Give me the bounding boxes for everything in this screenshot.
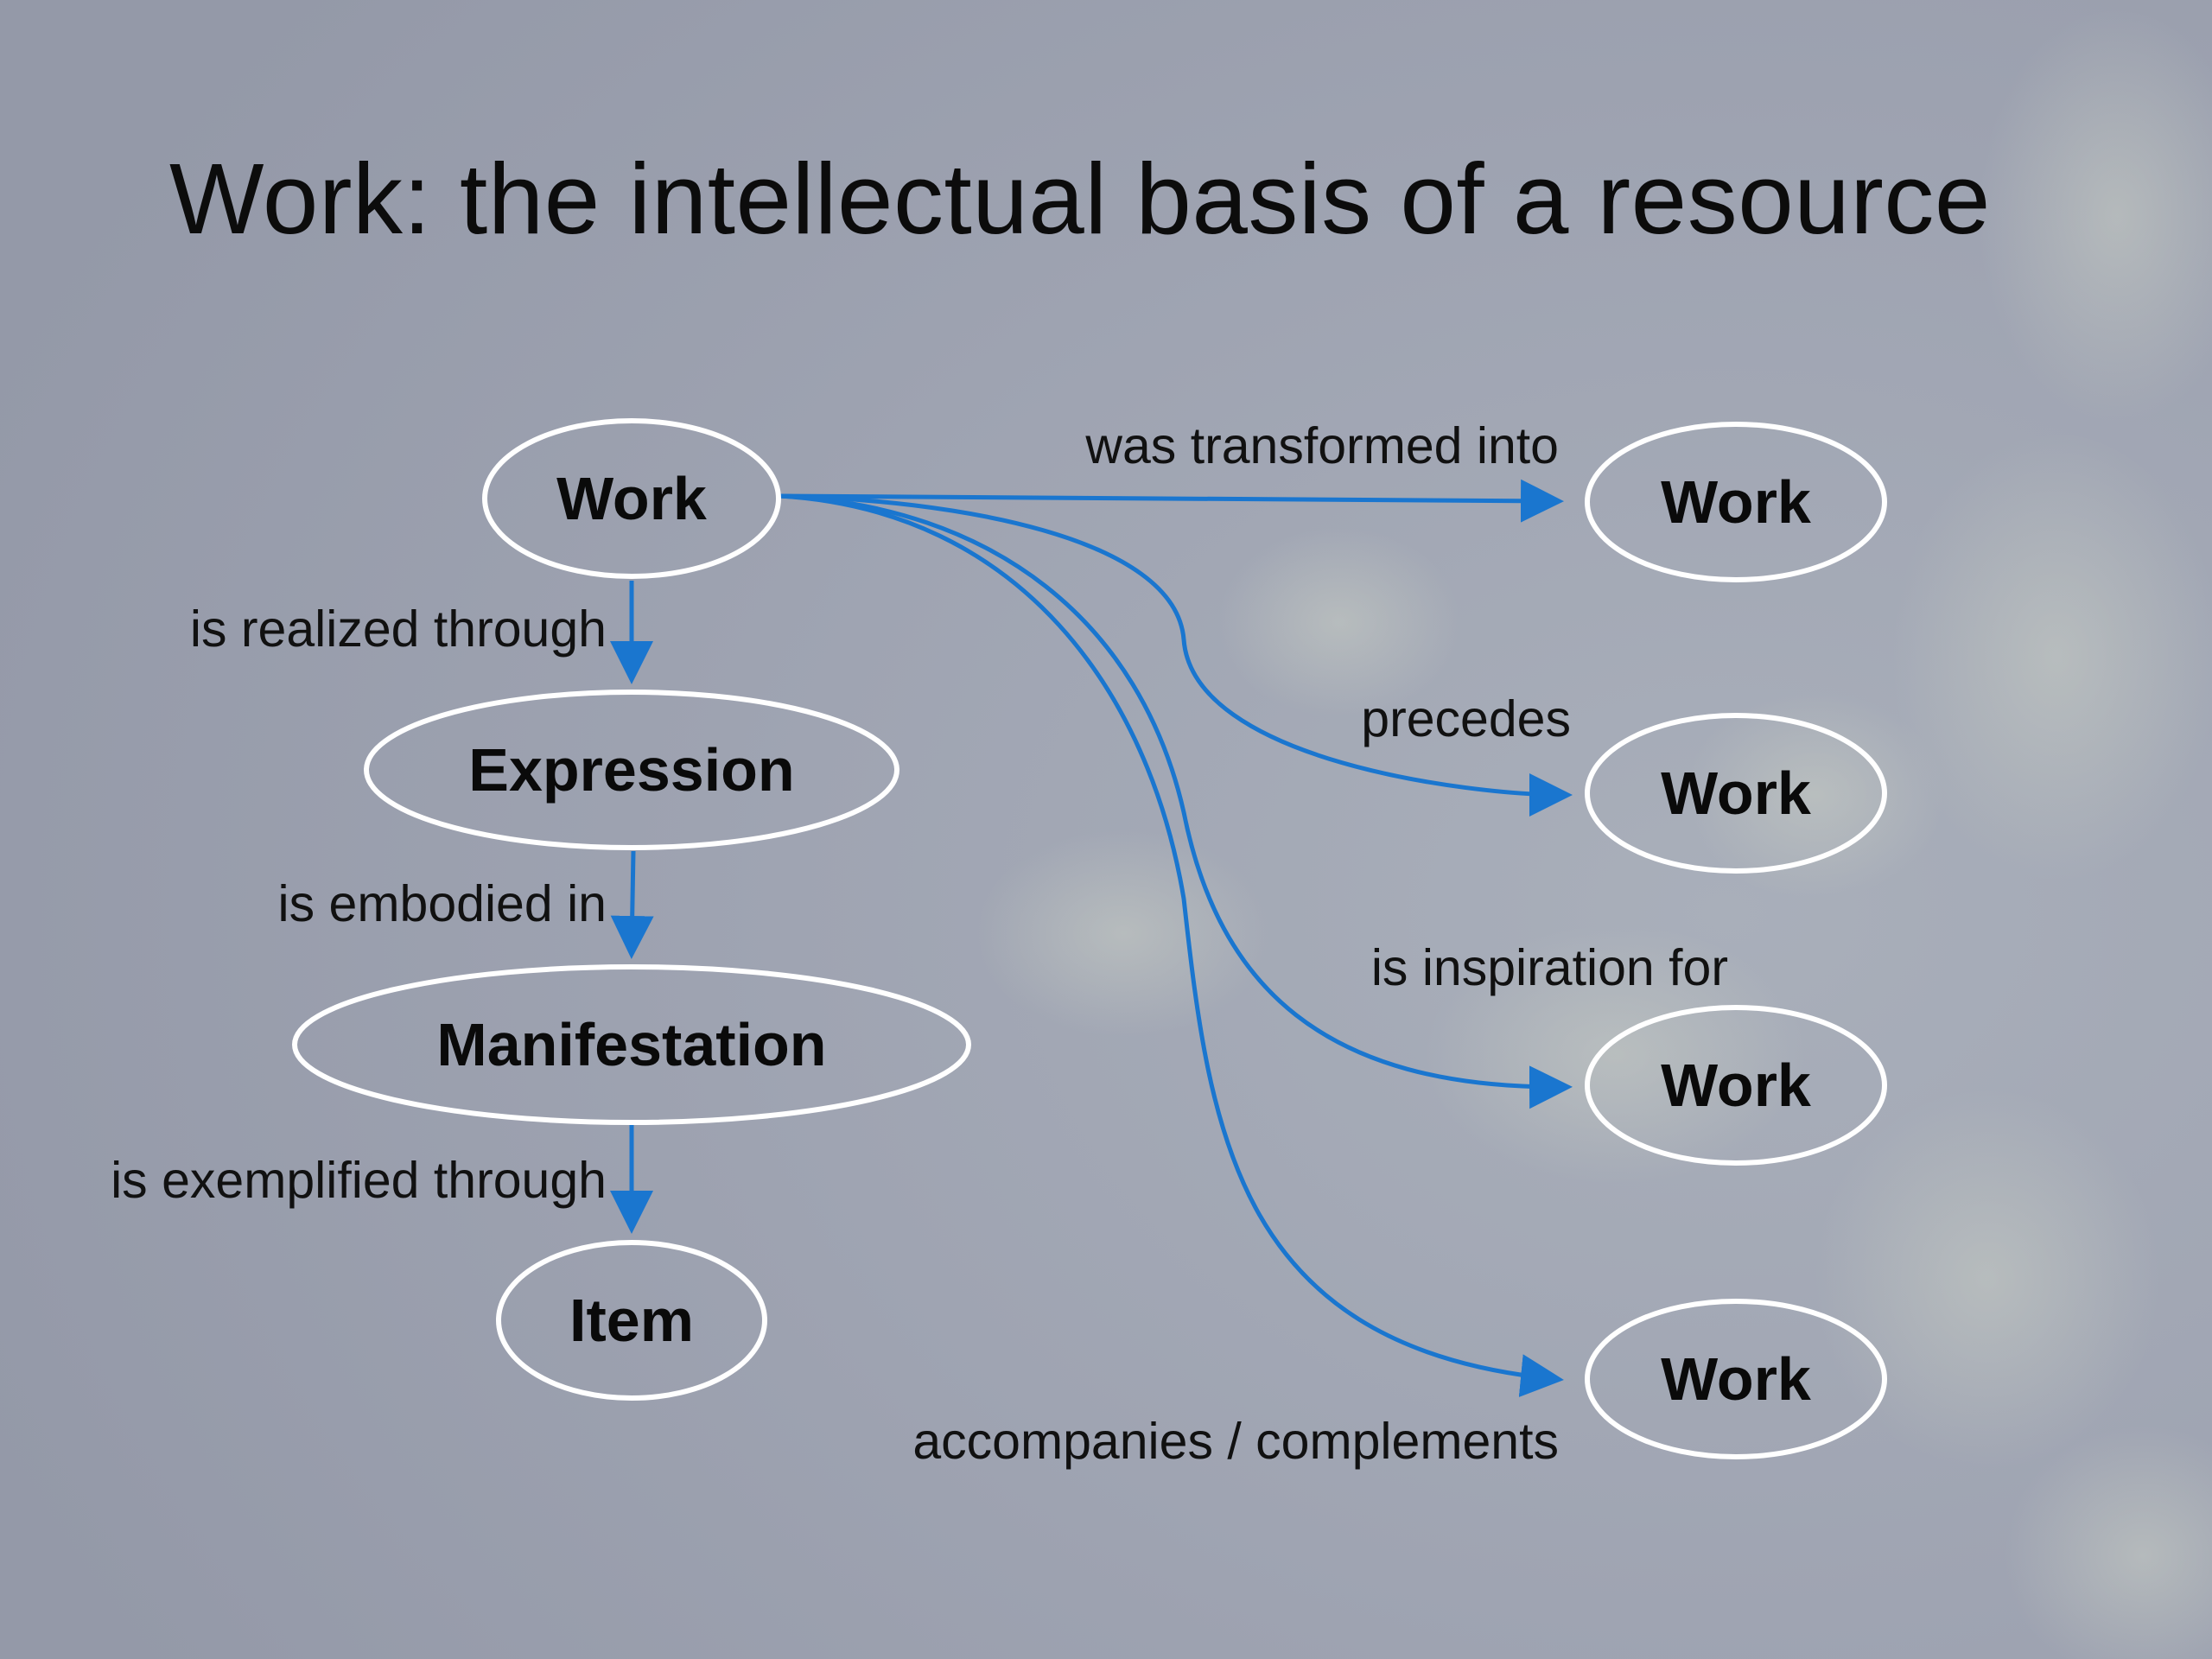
node-manifestation-label: Manifestation bbox=[436, 1011, 826, 1078]
rel-label-embodied: is embodied in bbox=[278, 875, 607, 932]
rel-label-precedes: precedes bbox=[1361, 690, 1571, 747]
node-work-inspired: Work bbox=[1585, 1005, 1887, 1166]
rel-label-exemplified: is exemplified through bbox=[111, 1152, 607, 1209]
node-work-main-label: Work bbox=[556, 465, 707, 532]
edge-inspiration-for bbox=[779, 493, 1573, 1109]
node-expression-label: Expression bbox=[468, 736, 794, 804]
edge-transformed-into bbox=[779, 479, 1564, 523]
edge-accompanies bbox=[779, 493, 1564, 1397]
rel-label-inspiration: is inspiration for bbox=[1371, 939, 1728, 996]
node-work-inspired-label: Work bbox=[1661, 1052, 1811, 1119]
edge-expression-manifestation bbox=[610, 850, 654, 959]
rel-label-realized: is realized through bbox=[190, 601, 607, 658]
rel-label-accompanies: accompanies / complements bbox=[912, 1413, 1559, 1470]
node-work-transformed: Work bbox=[1585, 422, 1887, 582]
node-item-label: Item bbox=[569, 1287, 694, 1354]
slide-title: Work: the intellectual basis of a resour… bbox=[169, 143, 1991, 255]
node-expression: Expression bbox=[364, 690, 899, 850]
rel-label-transformed: was transformed into bbox=[1084, 417, 1559, 474]
node-work-main: Work bbox=[482, 418, 781, 579]
node-work-transformed-label: Work bbox=[1661, 468, 1811, 536]
node-work-accompanied: Work bbox=[1585, 1299, 1887, 1459]
edge-precedes bbox=[779, 493, 1573, 817]
node-work-preceded-label: Work bbox=[1661, 760, 1811, 827]
node-work-preceded: Work bbox=[1585, 713, 1887, 874]
node-manifestation: Manifestation bbox=[292, 964, 971, 1125]
node-work-accompanied-label: Work bbox=[1661, 1345, 1811, 1413]
node-item: Item bbox=[496, 1240, 767, 1401]
